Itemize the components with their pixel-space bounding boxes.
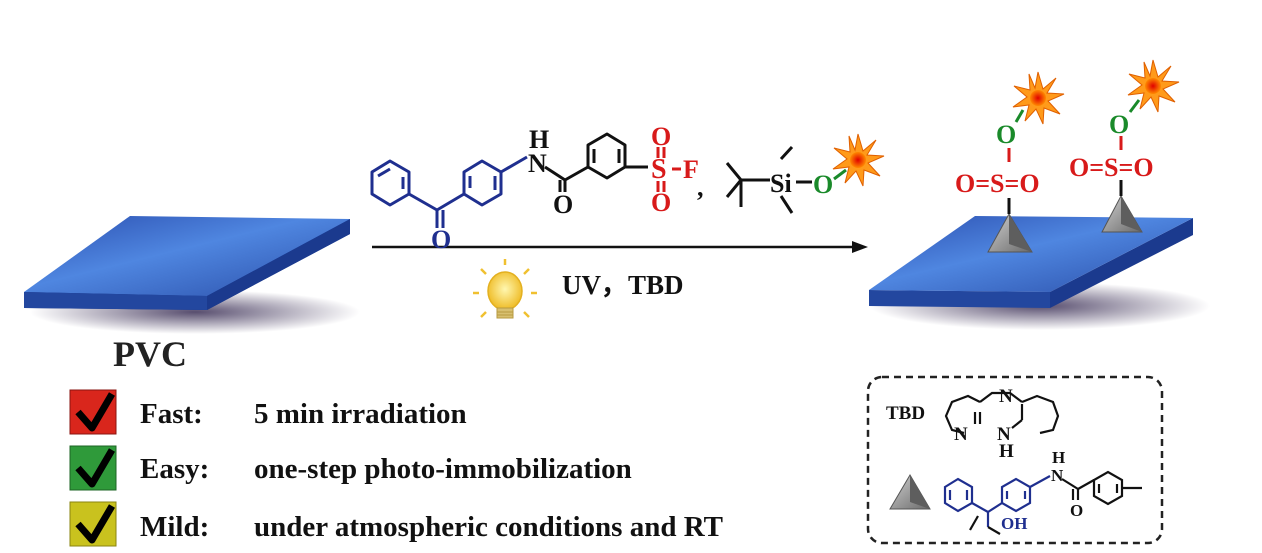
nh-h-atom: H [529,125,549,154]
product-1-oxygen: O [996,120,1016,149]
feature-description: 5 min irradiation [254,398,467,430]
tbd-n-top: N [999,386,1013,407]
anchored-group-1: O O=S=O [955,109,1040,253]
linker-oh: OH [1001,514,1027,533]
feature-item-easy: Easy: one-step photo-immobilization [69,445,632,491]
nh-n-atom: N [528,149,547,178]
sulfur-atom: S [651,154,667,185]
tbd-structure [944,391,1060,435]
linker-n: N [1051,466,1064,485]
anchored-group-2: O O=S=O [1069,99,1154,233]
feature-description: under atmospheric conditions and RT [254,511,723,543]
feature-item-fast: Fast: 5 min irradiation [69,389,467,435]
feature-keyword: Fast: [140,398,203,430]
reagent-separator: , [697,173,704,202]
feature-list: Fast: 5 min irradiation Easy: one-step p… [69,389,723,547]
reaction-conditions: UV，TBD [562,270,684,300]
fluorophore-star-2-icon [1127,59,1180,113]
functionalized-plate-right [869,216,1210,330]
tbd-n-h: N [997,424,1011,445]
product-2-sulfonyl: O=S=O [1069,153,1154,182]
fluorophore-star-1-icon [1012,71,1065,125]
fluorophore-star-reagent-icon [832,133,885,187]
linker-h: H [1052,448,1065,467]
reagent-atoms: H N O O S O O F , [431,122,704,254]
product-1-sulfonyl: O=S=O [955,169,1040,198]
silyl-oxygen-atom: O [813,170,833,199]
tbd-n-left: N [954,424,968,445]
amide-o-atom: O [553,190,573,219]
so2-oxygen-bottom: O [651,188,671,217]
tbd-h: H [999,441,1014,462]
feature-keyword: Mild: [140,511,209,543]
reagent-structure [370,132,681,228]
linker-o: O [1070,501,1083,520]
ketone-o-atom: O [431,225,451,254]
uv-lightbulb-icon [473,259,537,319]
product-2-oxygen: O [1109,110,1129,139]
so2-oxygen-top: O [651,122,671,151]
pvc-label: PVC [113,334,187,374]
feature-item-mild: Mild: under atmospheric conditions and R… [69,501,723,547]
legend-tbd-label: TBD [886,403,925,424]
fluorine-atom: F [683,155,699,184]
anchor-triangle-icon [889,474,931,510]
legend-box: TBD N N N H [866,375,1164,545]
feature-keyword: Easy: [140,453,209,485]
silicon-atom: Si [770,169,792,198]
pvc-plate-left [24,216,360,334]
feature-description: one-step photo-immobilization [254,453,632,485]
silyl-ether-atoms: Si O [770,169,833,199]
reaction-arrow [372,241,868,253]
linker-structure [943,470,1142,535]
silyl-ether-structure [725,145,847,214]
